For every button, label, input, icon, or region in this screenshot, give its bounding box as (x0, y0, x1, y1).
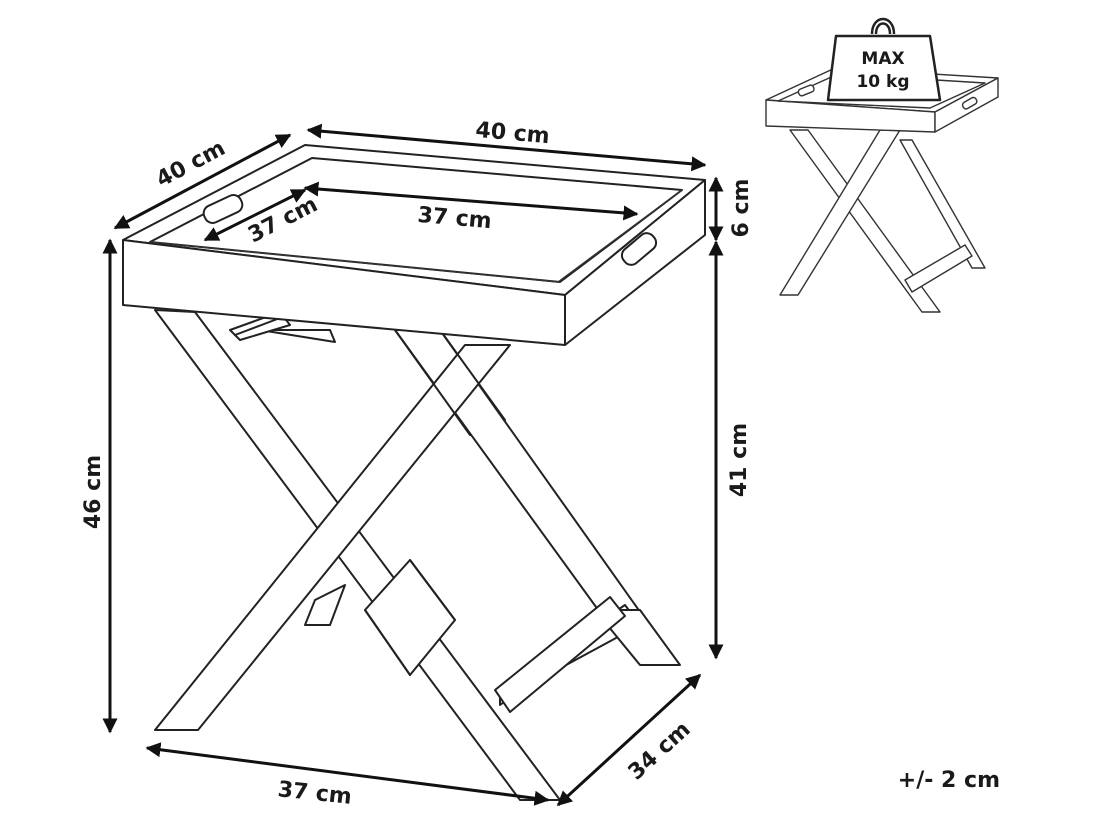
main-table-drawing (122, 144, 706, 801)
label-outer-depth: 40 cm (152, 136, 229, 193)
weight-value-label: 10 kg (856, 72, 909, 92)
weight-max-label: MAX (861, 49, 904, 69)
load-thumbnail: MAX 10 kg (765, 17, 999, 313)
label-base-depth: 34 cm (624, 717, 696, 785)
label-tray-height: 6 cm (729, 179, 754, 238)
dimension-lines (102, 123, 724, 807)
tray-handle-right (620, 232, 658, 266)
front-leg-left-to-right (154, 309, 561, 801)
label-total-height: 46 cm (81, 455, 106, 529)
label-base-width: 37 cm (276, 777, 352, 810)
front-leg-right-to-left (154, 344, 511, 731)
stretcher-bar (494, 596, 626, 713)
label-leg-height: 41 cm (727, 423, 752, 497)
tray (122, 144, 706, 346)
tolerance-note: +/- 2 cm (898, 768, 1000, 793)
weight-icon: MAX 10 kg (826, 17, 942, 102)
